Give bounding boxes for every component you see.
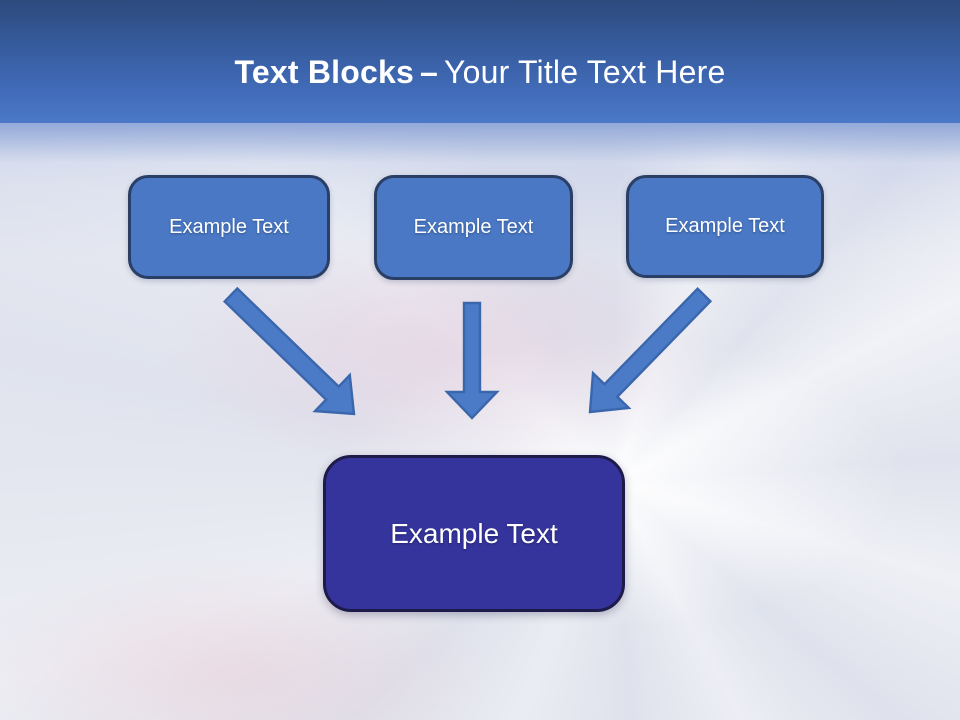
- center-block-label: Example Text: [390, 517, 558, 549]
- text-block-1: Example Text: [128, 175, 330, 279]
- arrow-down-icon: [444, 301, 500, 420]
- slide-title: Text Blocks–Your Title Text Here: [0, 54, 960, 90]
- arrow-diagonal-down-left-icon: [588, 286, 713, 414]
- slide-header: [0, 0, 960, 123]
- title-subtitle-text: Your Title Text Here: [443, 54, 726, 90]
- text-block-2: Example Text: [374, 175, 573, 280]
- title-bold-text: Text Blocks: [234, 54, 414, 90]
- center-block: Example Text: [323, 455, 625, 612]
- text-block-3-label: Example Text: [665, 215, 785, 237]
- title-separator: –: [419, 54, 438, 90]
- text-block-3: Example Text: [626, 175, 824, 278]
- text-block-1-label: Example Text: [169, 215, 289, 238]
- arrow-diagonal-down-right-icon: [223, 286, 356, 416]
- text-block-2-label: Example Text: [413, 216, 534, 238]
